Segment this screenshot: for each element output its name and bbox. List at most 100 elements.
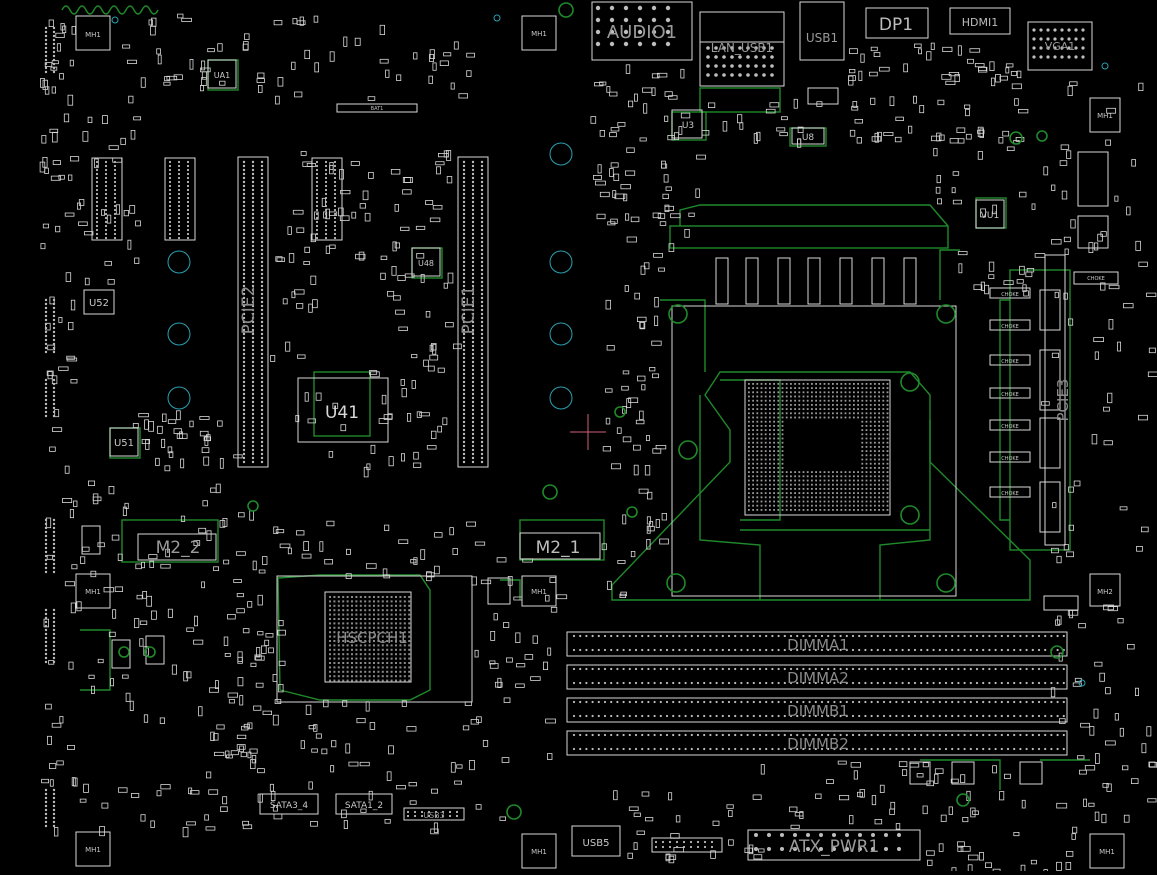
dimm-pin (690, 700, 693, 704)
dimm-pin (653, 634, 656, 638)
pch-ball (337, 644, 340, 647)
dimm-pin (1013, 714, 1016, 718)
pcie-pin (242, 168, 246, 172)
cpu-pin (802, 500, 805, 503)
dimm-pin (926, 681, 929, 685)
pcie-pin (251, 244, 255, 248)
smd-part (402, 189, 412, 195)
pch-ball (337, 596, 340, 598)
smd-part (530, 676, 541, 681)
smd-part (1094, 661, 1103, 667)
pch-ball (373, 662, 375, 664)
pcie-pin (242, 384, 246, 388)
atx-pin (780, 833, 784, 837)
dimm-pin (572, 634, 576, 638)
dimm-pin (920, 681, 923, 685)
dimm-pin (1006, 634, 1010, 638)
smd-part (236, 551, 246, 556)
smd-part (695, 188, 700, 198)
pcie-pin (260, 460, 264, 464)
header-pin (177, 224, 181, 228)
audio-pin (651, 17, 657, 23)
cpu-pin (865, 496, 868, 499)
dimm-pin (944, 681, 948, 685)
dimm-pin (802, 733, 805, 737)
smd-part (91, 685, 95, 694)
pcie-pin (242, 316, 246, 320)
pcie-pin (462, 404, 466, 408)
pch-ball (390, 635, 393, 638)
smd-part (406, 726, 417, 732)
pcie-pin (462, 208, 466, 212)
header-pin (44, 386, 48, 390)
smd-part (239, 695, 244, 706)
pcie-pin (462, 340, 466, 344)
cpu-pin (806, 471, 809, 473)
header-pin (52, 632, 56, 636)
cpu-pin (756, 441, 759, 444)
smd-part (63, 113, 70, 123)
pcie-pin (242, 388, 246, 392)
pcie-pin (462, 452, 466, 456)
smd-part (1147, 798, 1157, 803)
smd-part (1054, 291, 1059, 299)
dimm-pin (641, 648, 644, 652)
cpu-pin (878, 433, 880, 436)
cpu-pin (764, 404, 767, 406)
pcie-pin (480, 240, 484, 244)
cpu-pin (878, 500, 880, 503)
pch-ball (386, 626, 389, 629)
cpu-pin (773, 441, 775, 444)
smd-part (927, 859, 933, 866)
cpu-pin (861, 391, 864, 394)
dimm-pin (641, 634, 644, 638)
cpu-pin (886, 500, 889, 503)
smd-part (260, 645, 267, 654)
cpu-pin (886, 504, 889, 507)
cpu-pin (819, 412, 822, 415)
cpu-pin (869, 420, 872, 423)
pcie-pin (242, 456, 246, 460)
header-pin (52, 314, 56, 318)
smd-part (645, 817, 654, 822)
smd-part (180, 458, 185, 469)
header-pin (104, 168, 108, 172)
smd-part (328, 211, 338, 216)
pch-ball (373, 648, 375, 651)
smd-part (409, 800, 417, 805)
dimm-pin (746, 700, 749, 704)
cpu-pin (823, 509, 826, 511)
smd-part (799, 811, 804, 819)
cpu-pin (781, 458, 784, 461)
pcie-pin (462, 356, 466, 360)
header-pin (324, 160, 328, 164)
pcie-pin (462, 220, 466, 224)
smd-part (150, 820, 155, 828)
smd-part (710, 850, 716, 859)
pcie-pin (462, 308, 466, 312)
cpu-pin (844, 492, 847, 494)
pcie-pin (462, 240, 466, 244)
cpu-pin (769, 391, 771, 394)
cpu-pin (756, 391, 759, 394)
pcie-pin (242, 188, 246, 192)
header-pin (52, 386, 56, 390)
dimm-pin (740, 714, 743, 718)
cpu-pin (878, 412, 880, 415)
smd-part (895, 823, 901, 830)
dimm-pin (957, 700, 960, 704)
pch-ball (346, 675, 349, 678)
smd-part (973, 284, 983, 290)
smd-part (1114, 195, 1119, 202)
cpu-pin (882, 467, 885, 469)
smd-part (44, 167, 49, 175)
dimm-pin (647, 634, 650, 638)
dimm-pin (653, 714, 656, 718)
cpu-pin (785, 471, 788, 473)
cpu-pin (769, 425, 771, 427)
dimm-pin (1031, 747, 1034, 751)
smd-part (70, 156, 80, 162)
smd-part (420, 273, 425, 283)
